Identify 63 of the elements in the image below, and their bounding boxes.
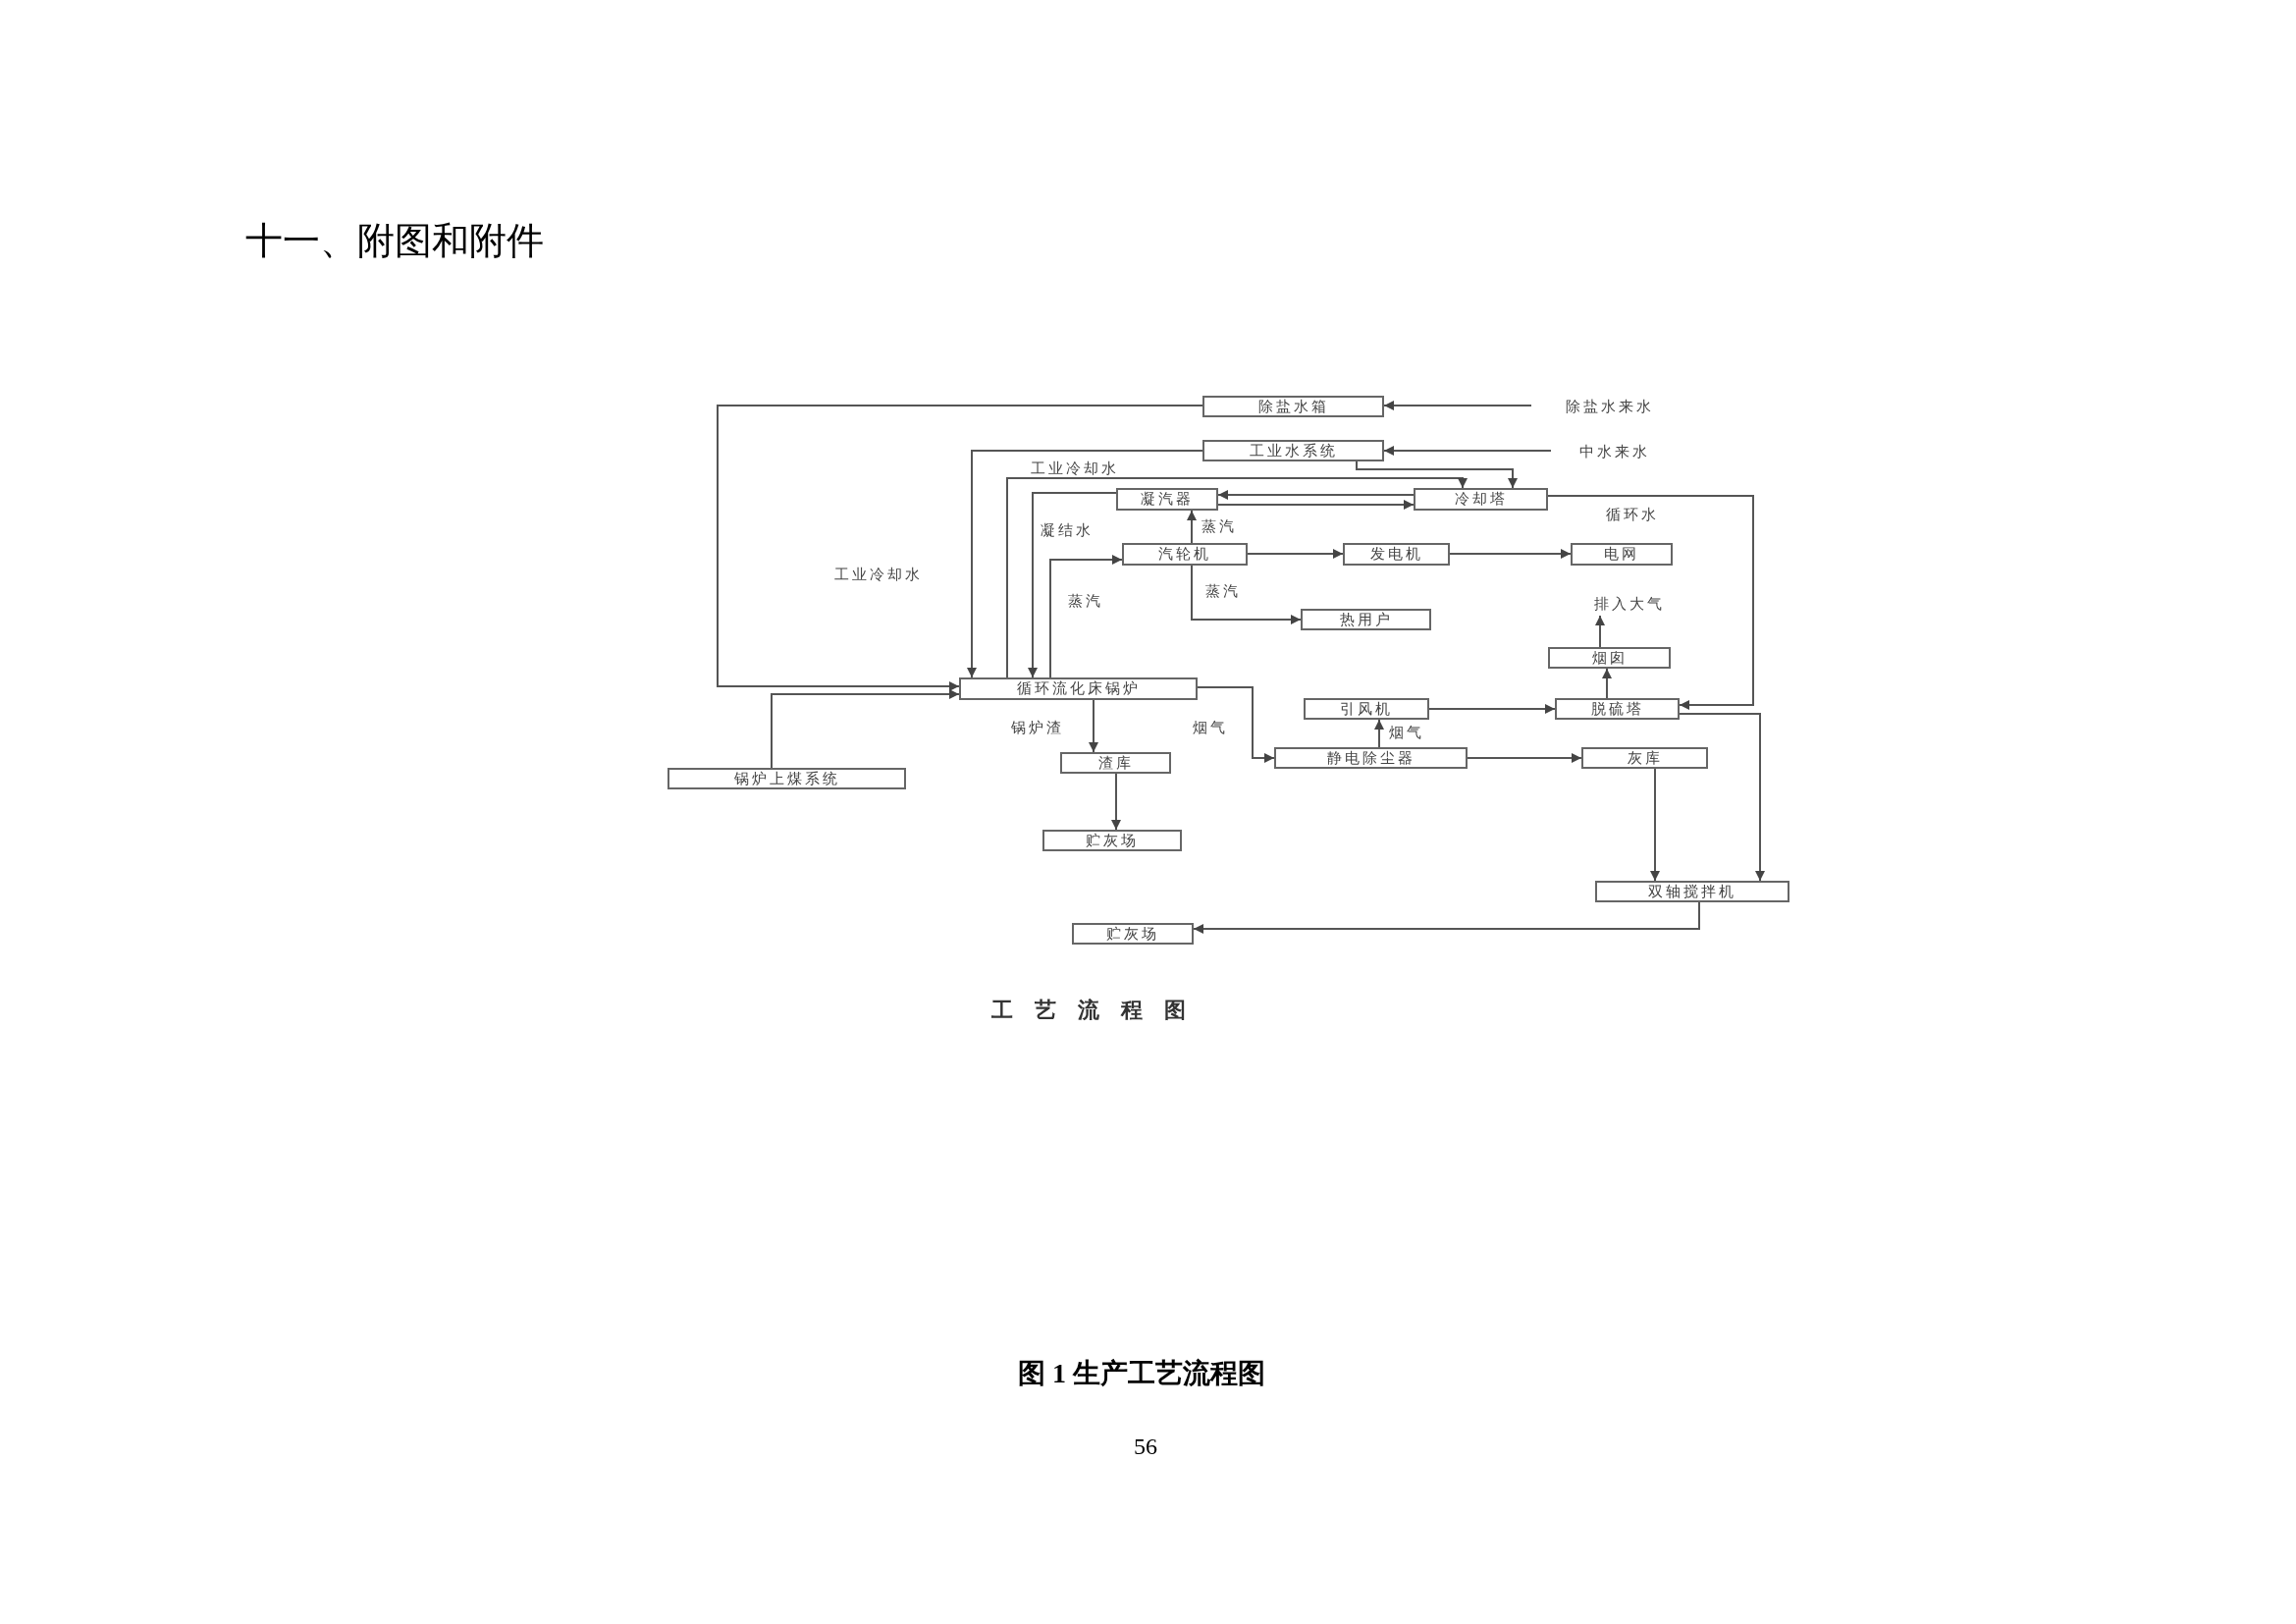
process-box: 脱硫塔 — [1555, 698, 1680, 720]
edge-label: 锅炉渣 — [1011, 720, 1064, 735]
process-box: 锅炉上煤系统 — [667, 768, 906, 789]
process-box: 热用户 — [1301, 609, 1431, 630]
arrow — [1049, 555, 1123, 678]
edge-label: 凝结水 — [1041, 522, 1094, 538]
arrow — [1191, 565, 1302, 624]
flow-text: 除盐水来水 — [1531, 395, 1688, 418]
edge-label: 蒸汽 — [1205, 583, 1241, 599]
process-box: 烟囱 — [1548, 647, 1671, 669]
arrow — [1006, 477, 1468, 678]
arrow — [1595, 615, 1605, 648]
arrow — [1428, 704, 1556, 714]
arrow — [1111, 773, 1121, 831]
arrow — [1679, 713, 1765, 882]
arrow — [1383, 446, 1552, 456]
process-box: 工业水系统 — [1202, 440, 1384, 461]
process-box: 灰库 — [1581, 747, 1708, 769]
page-heading: 十一、附图和附件 — [245, 218, 544, 264]
process-box: 引风机 — [1304, 698, 1429, 720]
process-box: 贮灰场 — [1072, 923, 1194, 945]
arrow — [1247, 549, 1344, 559]
arrow — [1374, 719, 1384, 748]
arrow — [1028, 492, 1117, 678]
process-box: 除盐水箱 — [1202, 396, 1384, 417]
arrow — [1197, 686, 1275, 763]
arrow — [1217, 500, 1415, 510]
edge-label: 烟气 — [1389, 725, 1424, 740]
page-number: 56 — [1134, 1434, 1157, 1460]
arrow — [1217, 490, 1415, 500]
flow-text: 中水来水 — [1551, 440, 1679, 463]
arrow — [1449, 549, 1572, 559]
edge-label: 蒸汽 — [1068, 593, 1103, 609]
process-box: 贮灰场 — [1042, 830, 1182, 851]
edge-label: 循环水 — [1606, 507, 1659, 522]
process-box: 循环流化床锅炉 — [959, 677, 1198, 700]
arrow — [1467, 753, 1582, 763]
arrow — [771, 689, 960, 769]
process-box: 汽轮机 — [1122, 543, 1248, 566]
chart-label: 工艺流程图 — [991, 997, 1207, 1024]
arrow — [1193, 901, 1700, 934]
arrow — [1547, 495, 1754, 710]
arrow — [967, 450, 1203, 678]
arrow — [1602, 668, 1612, 699]
process-box: 凝汽器 — [1116, 488, 1218, 511]
flow-text: 排入大气 — [1566, 592, 1693, 616]
arrow — [1650, 768, 1660, 882]
edge-label: 工业冷却水 — [834, 567, 923, 582]
arrow — [1187, 510, 1197, 544]
arrow — [1089, 699, 1098, 753]
edge-label: 蒸汽 — [1201, 518, 1237, 534]
process-box: 电网 — [1571, 543, 1673, 566]
arrow — [1356, 460, 1518, 489]
arrow — [1383, 401, 1532, 410]
edge-label: 烟气 — [1193, 720, 1228, 735]
process-box: 渣库 — [1060, 752, 1171, 774]
process-box: 发电机 — [1343, 543, 1450, 566]
process-box: 冷却塔 — [1414, 488, 1548, 511]
arrow — [717, 405, 1203, 691]
process-box: 双轴搅拌机 — [1595, 881, 1789, 902]
figure-caption: 图 1 生产工艺流程图 — [1018, 1357, 1265, 1390]
process-box: 静电除尘器 — [1274, 747, 1468, 769]
edge-label: 工业冷却水 — [1031, 460, 1119, 476]
